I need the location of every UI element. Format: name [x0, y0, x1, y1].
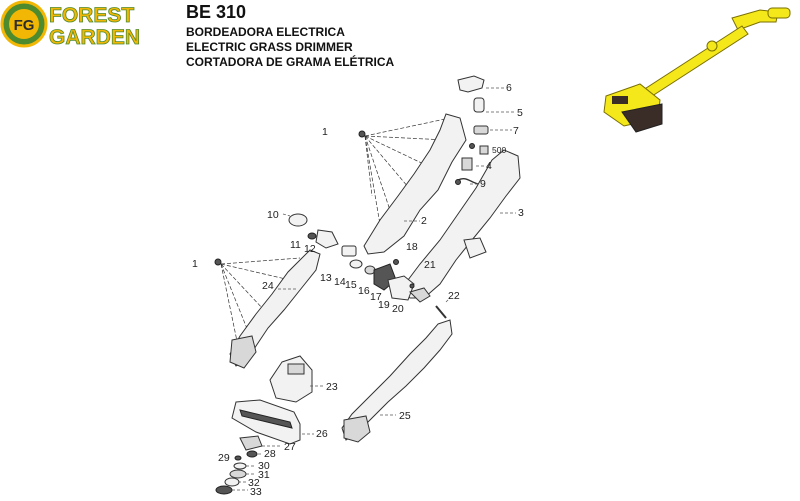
svg-text:FOREST: FOREST: [49, 4, 134, 27]
label-part-4: 4: [486, 160, 492, 172]
label-part-11: 11: [290, 239, 301, 251]
label-part-29: 29: [218, 452, 230, 464]
label-part-30: 30: [258, 460, 270, 472]
screws-part-1-lower: [214, 257, 301, 347]
part-3-handle-half: [401, 149, 521, 299]
label-part-17: 17: [370, 291, 382, 303]
label-part-7: 7: [513, 125, 519, 137]
part-22-screw: [435, 297, 451, 319]
part-23-motor: [269, 355, 324, 403]
label-part-20: 20: [392, 303, 404, 315]
label-part-27: 27: [284, 441, 296, 453]
label-part-1-lower: 1: [192, 258, 198, 270]
label-part-6: 6: [506, 82, 512, 94]
part-26-guard: [231, 399, 314, 445]
label-part-12: 12: [304, 243, 316, 255]
label-part-500: 500: [492, 145, 506, 155]
small-parts-mid-left: [282, 213, 339, 249]
label-part-31: 31: [258, 469, 270, 481]
small-parts-upper: [455, 75, 514, 185]
label-part-25: 25: [399, 410, 411, 422]
title-es: BORDEADORA ELECTRICA: [186, 25, 345, 39]
screws-part-1-upper: [358, 117, 451, 249]
label-part-2: 2: [421, 215, 427, 227]
label-part-26: 26: [316, 428, 328, 440]
title-block: BE 310 BORDEADORA ELECTRICA ELECTRIC GRA…: [186, 2, 394, 70]
part-labels: 1 6 5 7 500 4 9 3 2 10 11 12 18 21 1 13 …: [192, 82, 524, 498]
label-part-23: 23: [326, 381, 338, 393]
forest-garden-logo: FG FOREST GARDEN: [0, 0, 140, 48]
label-part-24: 24: [262, 280, 274, 292]
label-part-19: 19: [378, 299, 390, 311]
label-part-5: 5: [517, 107, 523, 119]
label-part-22: 22: [448, 290, 460, 302]
label-part-1-upper: 1: [322, 126, 328, 138]
label-part-18: 18: [406, 241, 418, 253]
title-en: ELECTRIC GRASS DRIMMER: [186, 40, 353, 54]
label-part-32: 32: [248, 477, 260, 489]
label-part-13: 13: [320, 272, 332, 284]
label-part-9: 9: [480, 178, 486, 190]
label-part-10: 10: [267, 209, 279, 221]
label-part-16: 16: [358, 285, 370, 297]
title-pt: CORTADORA DE GRAMA ELÉTRICA: [186, 55, 395, 69]
label-part-14: 14: [334, 276, 346, 288]
label-part-28: 28: [264, 448, 276, 460]
svg-text:FG: FG: [14, 17, 35, 34]
label-part-15: 15: [345, 279, 357, 291]
product-photo: [603, 7, 791, 133]
label-part-21: 21: [424, 259, 436, 271]
spool-stack: [215, 435, 282, 495]
label-part-33: 33: [250, 486, 262, 498]
label-part-3: 3: [518, 207, 524, 219]
svg-text:GARDEN: GARDEN: [49, 26, 140, 48]
part-2-handle-half: [363, 113, 467, 255]
motor-switch-cluster: [341, 245, 431, 303]
model-title: BE 310: [186, 2, 247, 22]
